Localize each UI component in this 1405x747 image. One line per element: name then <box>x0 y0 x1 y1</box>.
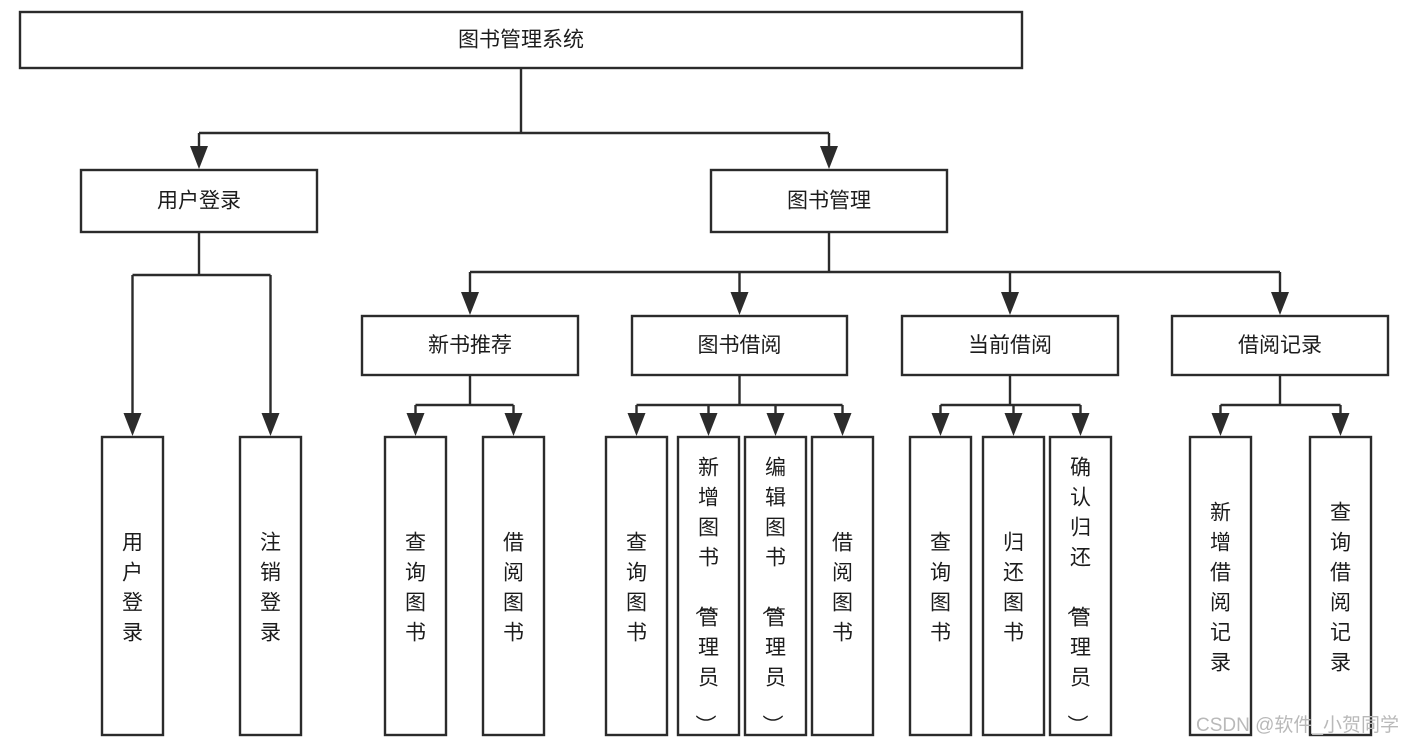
node-label: 新增图书（管理员） <box>693 456 719 735</box>
node-box <box>709 168 949 234</box>
arrow-head-icon <box>1211 413 1230 436</box>
node-box <box>360 314 580 377</box>
arrow-head-icon <box>261 413 280 436</box>
node-label: 查询图书 <box>626 531 647 644</box>
arrow-head-icon <box>699 413 718 436</box>
arrow-head-icon <box>1071 413 1090 436</box>
node-box <box>604 435 669 737</box>
arrow-head-icon <box>1001 292 1019 315</box>
node-leaf_borrow_book_1[interactable]: 借阅图书 <box>481 435 546 737</box>
arrow-head-icon <box>406 413 425 436</box>
arrow-head-icon <box>820 146 838 169</box>
arrow-head-icon <box>461 292 479 315</box>
node-leaf_return_book[interactable]: 归还图书 <box>981 435 1046 737</box>
node-label: 查询图书 <box>930 531 951 644</box>
arrow-head-icon <box>766 413 785 436</box>
node-label: 查询借阅记录 <box>1330 501 1351 674</box>
node-box <box>79 168 319 234</box>
arrow-head-icon <box>931 413 950 436</box>
node-label: 用户登录 <box>122 531 143 644</box>
connector-layer <box>123 68 1350 436</box>
node-label: 查询图书 <box>405 531 426 644</box>
node-root[interactable]: 图书管理系统 <box>18 10 1024 70</box>
node-label: 新书推荐 <box>428 334 512 357</box>
arrow-head-icon <box>1271 292 1289 315</box>
node-label: 图书管理 <box>787 190 871 213</box>
node-box <box>18 10 1024 70</box>
node-label: 借阅记录 <box>1238 334 1322 357</box>
node-layer: 图书管理系统用户登录图书管理新书推荐图书借阅当前借阅借阅记录用户登录注销登录查询… <box>18 10 1390 737</box>
node-leaf_query_book_3[interactable]: 查询图书 <box>908 435 973 737</box>
node-current_borrow[interactable]: 当前借阅 <box>900 314 1120 377</box>
node-leaf_user_login[interactable]: 用户登录 <box>100 435 165 737</box>
node-box <box>1170 314 1390 377</box>
node-book_manage[interactable]: 图书管理 <box>709 168 949 234</box>
node-label: 借阅图书 <box>503 531 524 644</box>
arrow-head-icon <box>627 413 646 436</box>
node-leaf_query_book_2[interactable]: 查询图书 <box>604 435 669 737</box>
node-borrow_record[interactable]: 借阅记录 <box>1170 314 1390 377</box>
arrow-head-icon <box>190 146 208 169</box>
node-label: 确认归还（管理员） <box>1065 456 1091 735</box>
node-label: 注销登录 <box>260 531 281 644</box>
node-box <box>981 435 1046 737</box>
arrow-head-icon <box>1331 413 1350 436</box>
node-leaf_logout[interactable]: 注销登录 <box>238 435 303 737</box>
node-box <box>810 435 875 737</box>
node-box <box>900 314 1120 377</box>
node-leaf_edit_book[interactable]: 编辑图书（管理员） <box>743 435 808 737</box>
node-box <box>100 435 165 737</box>
node-box <box>908 435 973 737</box>
node-box <box>383 435 448 737</box>
node-box <box>1048 435 1113 737</box>
node-box <box>630 314 849 377</box>
node-label: 新增借阅记录 <box>1210 501 1231 674</box>
csdn-watermark: CSDN @软件_小贺同学 <box>1196 714 1399 736</box>
node-leaf_confirm_return[interactable]: 确认归还（管理员） <box>1048 435 1113 737</box>
arrow-head-icon <box>504 413 523 436</box>
node-label: 图书借阅 <box>698 334 782 357</box>
node-leaf_add_book[interactable]: 新增图书（管理员） <box>676 435 741 737</box>
node-box <box>1308 435 1373 737</box>
node-box <box>481 435 546 737</box>
node-new_book_rec[interactable]: 新书推荐 <box>360 314 580 377</box>
node-leaf_add_record[interactable]: 新增借阅记录 <box>1188 435 1253 737</box>
node-leaf_borrow_book_2[interactable]: 借阅图书 <box>810 435 875 737</box>
node-box <box>743 435 808 737</box>
arrow-head-icon <box>833 413 852 436</box>
node-leaf_query_book_1[interactable]: 查询图书 <box>383 435 448 737</box>
node-label: 图书管理系统 <box>458 29 584 52</box>
node-label: 借阅图书 <box>832 531 853 644</box>
node-label: 归还图书 <box>1003 531 1024 644</box>
node-label: 编辑图书（管理员） <box>760 456 786 735</box>
node-leaf_query_record[interactable]: 查询借阅记录 <box>1308 435 1373 737</box>
arrow-head-icon <box>123 413 142 436</box>
arrow-head-icon <box>1004 413 1023 436</box>
node-box <box>676 435 741 737</box>
node-label: 当前借阅 <box>968 334 1052 357</box>
node-book_borrow[interactable]: 图书借阅 <box>630 314 849 377</box>
node-box <box>1188 435 1253 737</box>
arrow-head-icon <box>730 292 749 315</box>
node-box <box>238 435 303 737</box>
node-label: 用户登录 <box>157 190 241 213</box>
node-user_login[interactable]: 用户登录 <box>79 168 319 234</box>
